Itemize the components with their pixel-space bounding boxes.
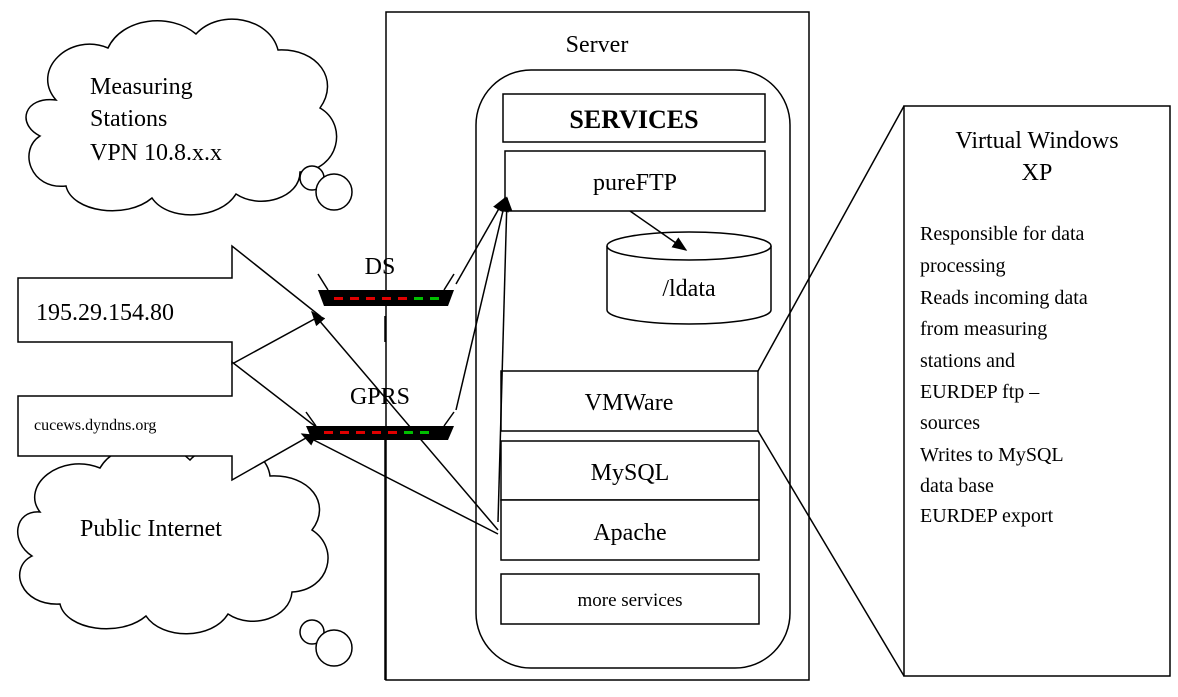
- apache-label: Apache: [593, 520, 666, 546]
- ds-router-label: DS: [365, 254, 396, 280]
- gprs-router-icon: [305, 411, 455, 440]
- measuring-label-line2: Stations: [90, 106, 167, 132]
- measuring-label-line3: VPN 10.8.x.x: [90, 140, 222, 166]
- vm-note-title-line2: XP: [1022, 160, 1053, 186]
- arrow-gprs-to-pureftp: [455, 196, 509, 411]
- ip-label: 195.29.154.80: [36, 300, 174, 326]
- measuring-label-line1: Measuring: [90, 74, 193, 100]
- vm-note-line: from measuring: [920, 318, 1047, 340]
- measuring-stations-cloud-icon: [25, 18, 353, 216]
- public-internet-cloud-icon: [17, 443, 353, 667]
- vm-note-title-line1: Virtual Windows: [955, 128, 1118, 154]
- vm-note-line: Reads incoming data: [920, 287, 1088, 309]
- services-header-box: [502, 93, 766, 143]
- vm-note-line: EURDEP export: [920, 505, 1054, 527]
- vm-note-line: Writes to MySQL: [920, 444, 1064, 466]
- vm-note-body: Responsible for data processing Reads in…: [920, 223, 1088, 527]
- vm-note-line: data base: [920, 475, 994, 497]
- dyndns-label: cucews.dyndns.org: [34, 417, 156, 434]
- vm-note-line: Responsible for data: [920, 223, 1085, 245]
- ds-router-icon: [317, 273, 455, 306]
- arrow-ds-to-pureftp: [455, 196, 506, 285]
- dyndns-block-arrow: [17, 360, 322, 482]
- gprs-router-leds: [324, 431, 429, 434]
- callout-line-bottom: [757, 430, 905, 677]
- mysql-label: MySQL: [591, 460, 670, 486]
- arrow-apache-to-ds: [311, 310, 499, 531]
- more-services-label: more services: [578, 590, 683, 611]
- gprs-router-label: GPRS: [350, 384, 410, 410]
- pureftp-label: pureFTP: [593, 170, 677, 196]
- arrow-pureftp-to-ldata: [629, 210, 688, 251]
- arrow-apache-to-gprs: [300, 433, 499, 535]
- more-services-box: [500, 573, 760, 625]
- vm-note-line: EURDEP ftp –: [920, 381, 1040, 403]
- services-header-label: SERVICES: [569, 105, 698, 134]
- vm-note-line: stations and: [920, 350, 1015, 372]
- ldata-label: /ldata: [662, 276, 716, 302]
- ip-block-arrow: [17, 244, 322, 366]
- callout-line-top: [757, 105, 905, 372]
- arrow-apache-to-pureftp: [497, 196, 513, 523]
- public-internet-label: Public Internet: [80, 516, 222, 542]
- vm-note-line: processing: [920, 255, 1006, 277]
- ds-router-leds: [334, 297, 439, 300]
- vmware-label: VMWare: [585, 390, 674, 416]
- pureftp-box: [504, 150, 766, 212]
- ldata-database-icon: [606, 231, 772, 325]
- apache-box: [500, 499, 760, 561]
- vm-note-box: [903, 105, 1171, 677]
- vm-note-line: sources: [920, 412, 980, 434]
- server-label: Server: [566, 32, 629, 58]
